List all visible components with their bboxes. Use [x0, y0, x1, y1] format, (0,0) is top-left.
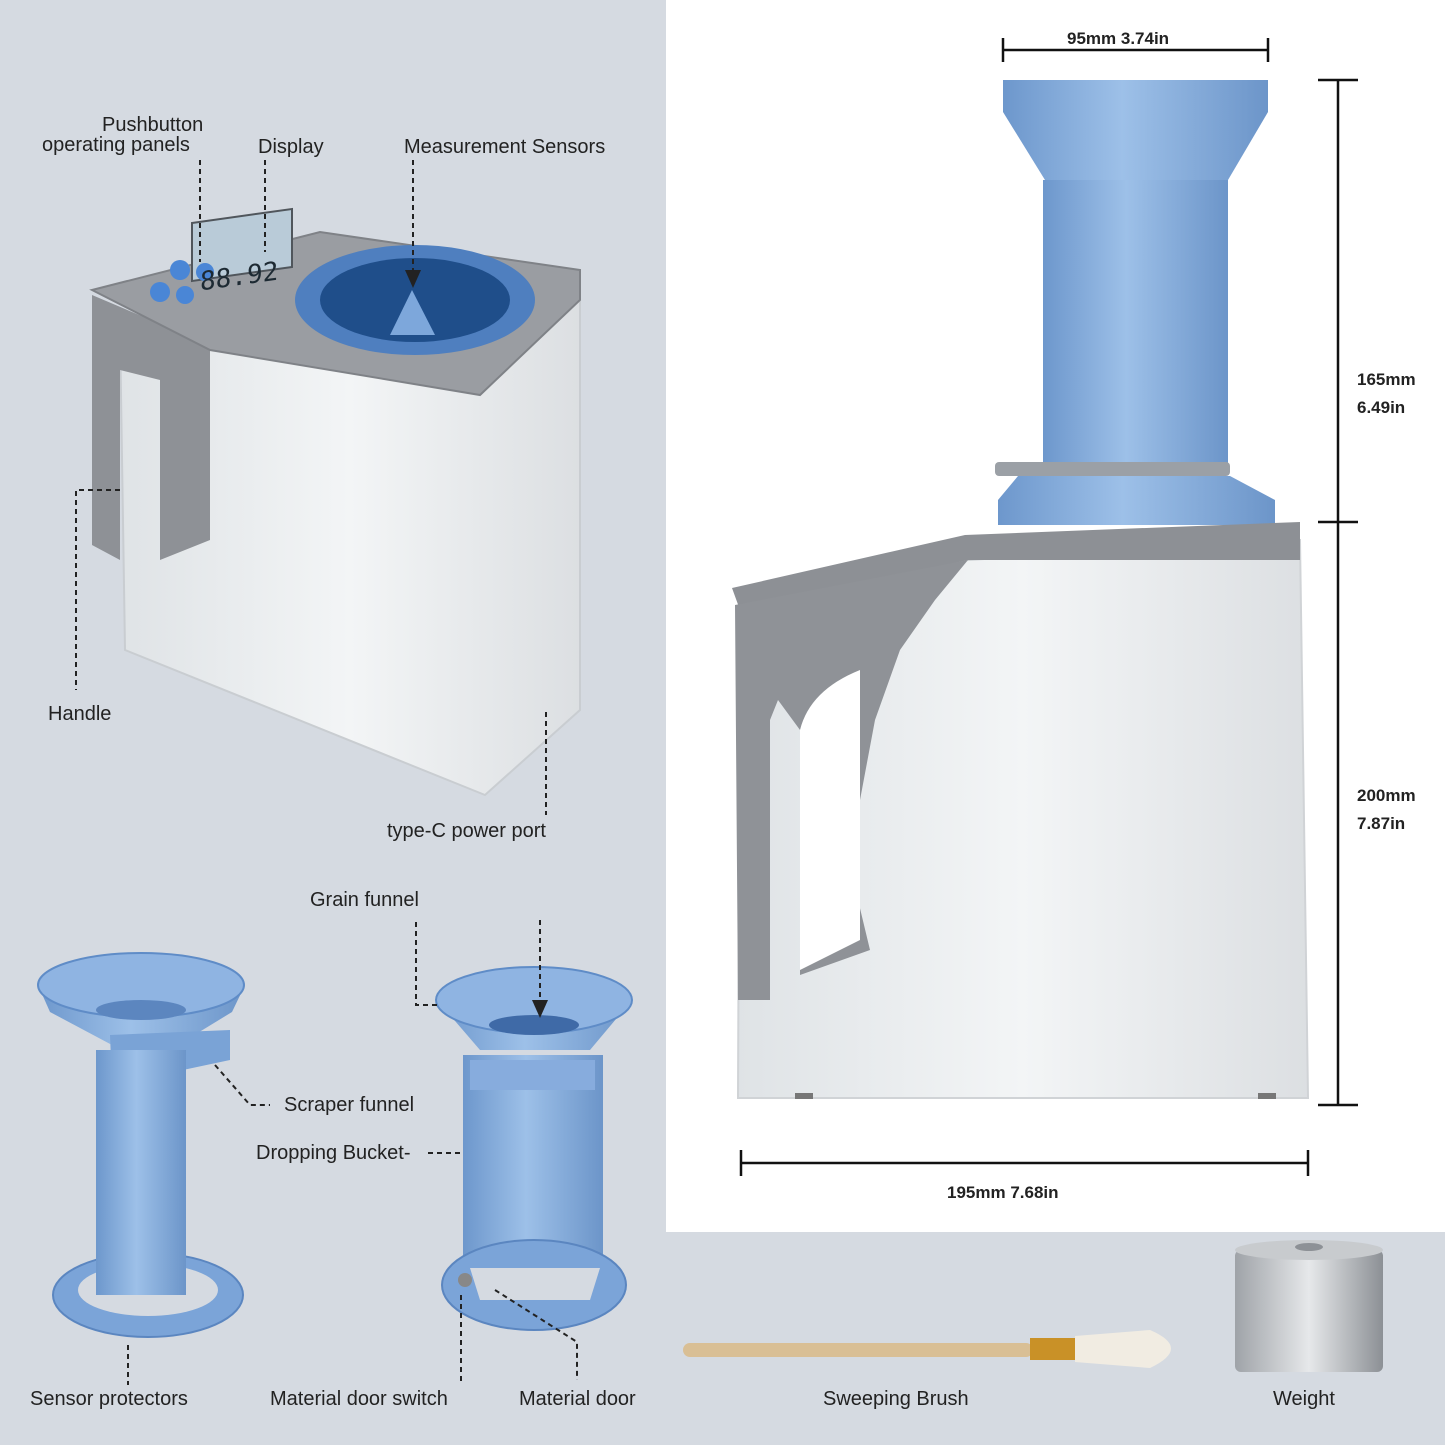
- callout-brush: Sweeping Brush: [823, 1388, 969, 1410]
- dropping-bucket-accessory: [435, 966, 633, 1331]
- panel-button: [150, 282, 170, 302]
- callout-pushbutton-line2: operating panels: [42, 134, 190, 156]
- sensor-cone: [390, 290, 435, 335]
- dim-lower-height-in: 7.87in: [1357, 814, 1406, 833]
- weight-image: [1235, 1240, 1383, 1372]
- hopper-collar: [995, 462, 1230, 476]
- grain-funnel-arrow-icon: [532, 1000, 548, 1018]
- panel-button: [170, 260, 190, 280]
- callout-display: Display: [258, 136, 324, 158]
- dim-top-width: 95mm 3.74in: [1067, 29, 1170, 48]
- hopper-top: [1003, 80, 1268, 180]
- meter-lcd: [191, 207, 293, 283]
- foot: [1258, 1093, 1276, 1099]
- panel-button: [196, 263, 214, 281]
- weight-body: [1235, 1250, 1383, 1372]
- hopper-tube: [1043, 180, 1228, 470]
- leader-lines-top: [75, 160, 547, 815]
- dim-upper-height-in: 6.49in: [1357, 398, 1406, 417]
- callout-scraper-funnel: Scraper funnel: [284, 1094, 415, 1116]
- callout-sensor-protectors: Sensor protectors: [30, 1388, 188, 1410]
- callout-door-switch: Material door switch: [270, 1388, 448, 1410]
- panel-button: [176, 286, 194, 304]
- dim-lower-height-mm: 200mm: [1357, 786, 1416, 805]
- meter-handle: [92, 295, 210, 560]
- sweeping-brush-image: [683, 1330, 1171, 1368]
- scraper-funnel-accessory: [37, 952, 245, 1338]
- moisture-meter-front: [732, 80, 1310, 1099]
- brush-bristles: [1075, 1330, 1171, 1368]
- hopper-base: [998, 476, 1275, 525]
- callout-handle: Handle: [48, 703, 112, 725]
- sensor-arrow-icon: [405, 270, 421, 288]
- leader-lines-bottom: [127, 920, 578, 1385]
- moisture-meter-angled: [89, 207, 581, 797]
- callout-power-port: type-C power port: [387, 820, 546, 842]
- dim-upper-height-mm: 165mm: [1357, 370, 1416, 389]
- callout-weight: Weight: [1273, 1388, 1335, 1410]
- handle-opening: [800, 670, 860, 970]
- foot: [795, 1093, 813, 1099]
- dim-base-width: 195mm 7.68in: [947, 1183, 1059, 1202]
- callout-pushbutton-line1: Pushbutton: [102, 114, 204, 136]
- callout-sensors: Measurement Sensors: [404, 136, 606, 158]
- callout-grain-funnel: Grain funnel: [310, 889, 419, 911]
- dimension-lines: [739, 38, 1358, 1176]
- device-top-rim: [732, 522, 1300, 610]
- brush-handle: [683, 1343, 1033, 1357]
- callout-material-door: Material door: [519, 1388, 636, 1410]
- brush-ferrule: [1030, 1338, 1075, 1360]
- callout-dropping-bucket: Dropping Bucket-: [256, 1142, 411, 1164]
